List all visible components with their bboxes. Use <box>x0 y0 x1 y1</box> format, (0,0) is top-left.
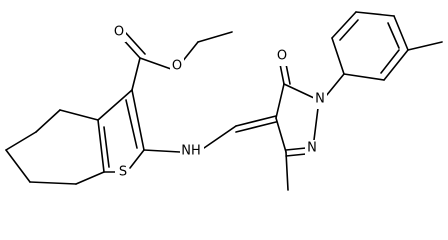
bond-c5-c6 <box>29 181 77 185</box>
label-pyrazole-n1: N <box>315 92 325 107</box>
bond-ar3 <box>355 11 395 17</box>
bond-c6-c7a <box>75 171 105 185</box>
bond-c4-c5 <box>5 149 31 183</box>
bond-nh-ch <box>203 125 237 149</box>
molecule-structure: O O S NH O N N <box>5 11 443 191</box>
bond-c3p-c4p <box>275 117 287 153</box>
bond-ar-inner-b <box>380 49 400 74</box>
label-carbonyl-oxygen: O <box>114 25 124 40</box>
label-pyrazolone-oxygen: O <box>277 49 287 64</box>
bond-n1-n2 <box>313 107 319 141</box>
bond-c3a-c7a <box>97 119 105 173</box>
bond-c8-oester <box>139 57 172 70</box>
bond-c3a-c3 <box>97 89 133 121</box>
bond-c4p-c5p <box>275 83 285 119</box>
bond-c1-c2 <box>59 109 99 121</box>
bond-c3-c4 <box>5 131 37 151</box>
bond-c7-c8 <box>131 57 141 91</box>
bond-ar2 <box>331 11 357 39</box>
bond-oester-ch2 <box>181 41 199 63</box>
label-ester-oxygen: O <box>172 59 182 74</box>
bond-ar6 <box>343 73 385 81</box>
bond-ch-c4p-double-a <box>235 115 277 127</box>
bond-ar-methyl <box>407 41 443 51</box>
bond-ar5 <box>383 49 409 81</box>
bond-ar-inner-c <box>387 22 400 49</box>
bond-n2-c3p-b <box>285 153 307 157</box>
bond-ch2-ch3 <box>197 31 233 43</box>
bond-c5p-n1 <box>283 83 315 99</box>
bond-c2-c3 <box>35 109 61 133</box>
bond-c5p-o-a <box>279 63 285 85</box>
bond-ar-inner-a <box>339 19 359 41</box>
bond-n2-c3p-a <box>285 147 307 151</box>
label-thiophene-sulfur: S <box>119 165 127 180</box>
bond-c2t-nh <box>143 149 181 153</box>
bond-c3-c2t <box>131 89 145 151</box>
bond-n1-ar <box>325 73 345 97</box>
bond-ar4 <box>393 15 409 51</box>
bond-c5p-o-b <box>285 63 291 85</box>
bond-ch-c4p-double-b <box>235 121 277 133</box>
bond-ar1 <box>331 37 345 75</box>
bond-c2t-s <box>129 149 145 169</box>
label-amine-nh: NH <box>181 144 201 159</box>
structure-canvas: O O S NH O N N <box>5 11 443 191</box>
label-pyrazole-n2: N <box>307 141 317 156</box>
bond-c3a-c7a-inner <box>103 126 110 168</box>
bond-c3-c2t-inner <box>125 99 138 149</box>
bond-c3p-methyl <box>285 151 289 191</box>
bond-c8-o-double-b <box>124 31 146 55</box>
